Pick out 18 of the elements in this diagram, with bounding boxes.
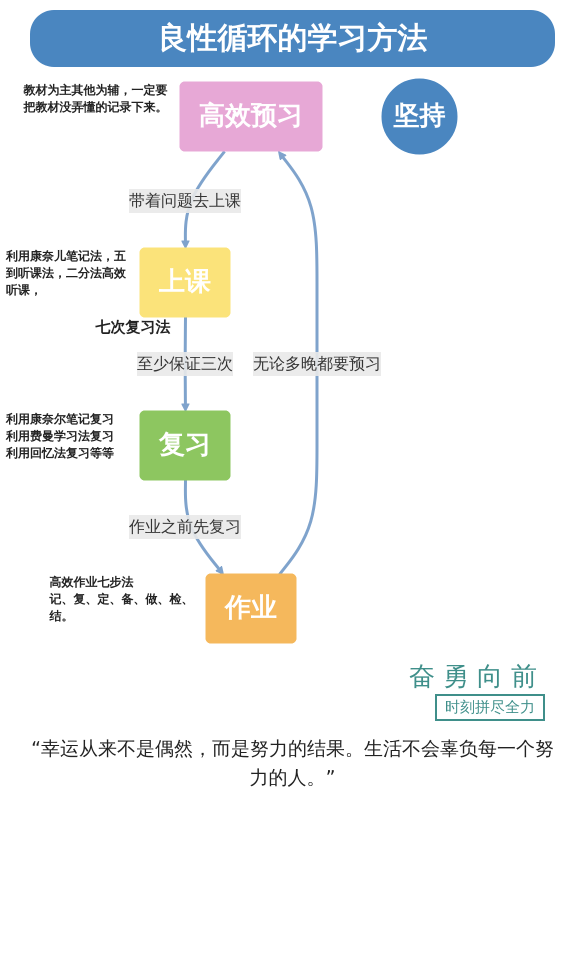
node-circle: 坚持 <box>381 78 457 154</box>
note-text: 利用回忆法复习等等 <box>6 444 115 462</box>
quote-text: “幸运从来不是偶然，而是努力的结果。生活不会辜负每一个努力的人。” <box>31 738 554 788</box>
annotation-text: 七次复习法 <box>96 318 171 336</box>
title-banner: 良性循环的学习方法 <box>30 10 555 67</box>
note-text: 利用康奈尔笔记复习 <box>6 411 115 428</box>
note-text: 教材为主其他为辅，一定要把教材没弄懂的记录下来。 <box>24 82 168 116</box>
edge-label: 无论多晚都要预习 <box>252 354 380 373</box>
edge-label: 带着问题去上课 <box>128 191 240 210</box>
note-text: 利用费曼学习法复习 <box>6 428 115 445</box>
slogan-text: 奋勇向前 <box>409 662 545 692</box>
slogan-tag: 时刻拼尽全力 <box>435 694 545 721</box>
arrow <box>278 151 318 576</box>
note-text: 记、复、定、备、做、检、结。 <box>50 590 194 624</box>
edge-label: 作业之前先复习 <box>128 517 240 536</box>
note-text: 利用康奈儿笔记法，五到听课法，二分法高效听课， <box>6 248 127 298</box>
edge-label: 至少保证三次 <box>136 354 232 373</box>
note-text: 高效作业七步法 <box>50 574 134 591</box>
